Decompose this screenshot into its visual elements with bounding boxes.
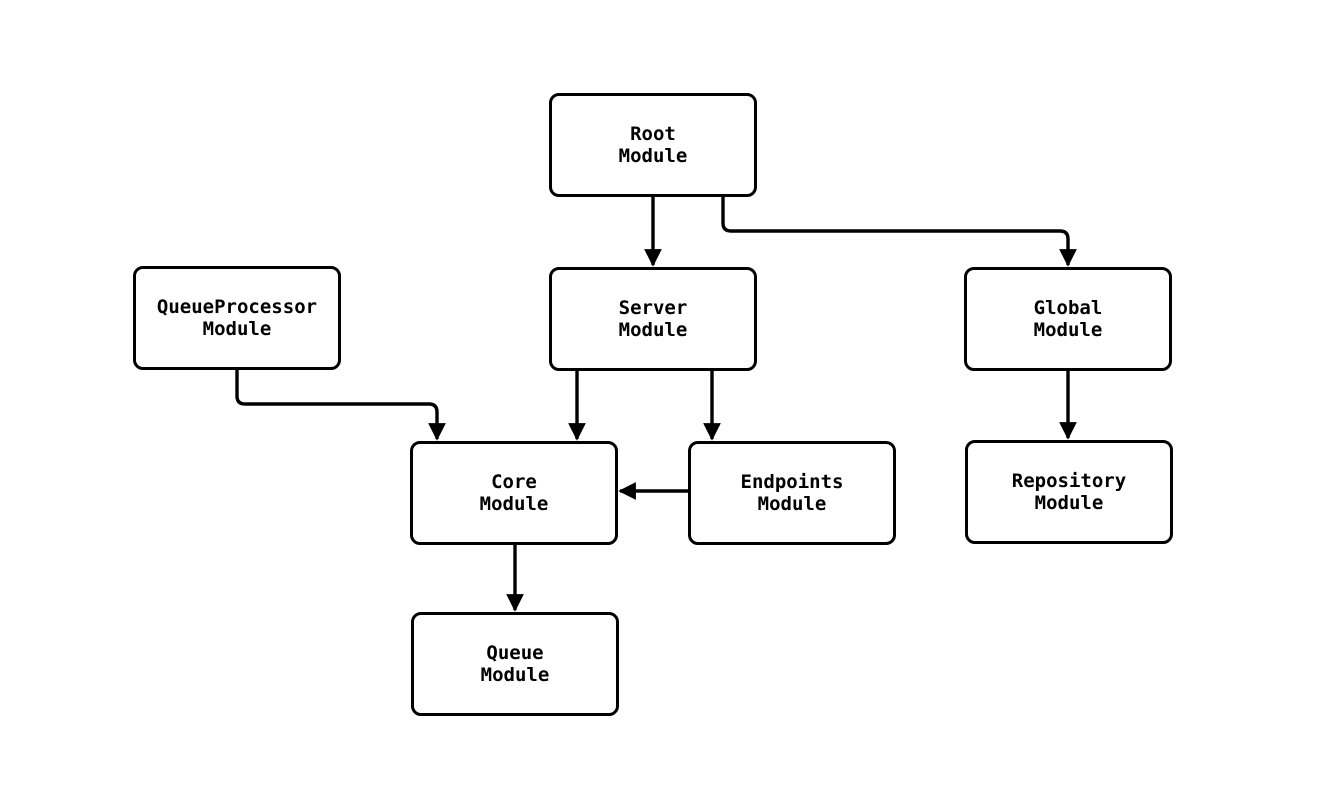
node-label-line: Module	[618, 145, 688, 167]
node-label-line: Global	[1033, 297, 1103, 319]
node-label-line: Module	[1033, 319, 1103, 341]
node-label-line: Module	[480, 664, 550, 686]
edge-root-module-to-global-module	[721, 197, 1077, 267]
node-label-line: Repository	[1011, 470, 1127, 492]
node-label-line: Module	[479, 493, 549, 515]
node-label-line: Server	[618, 297, 688, 319]
node-label-line: Endpoints	[740, 471, 844, 493]
node-label-line: Root	[630, 123, 676, 145]
node-label-line: Core	[491, 471, 537, 493]
node-label-line: Module	[1034, 492, 1104, 514]
edge-queueprocessor-module-to-core-module	[235, 370, 446, 441]
node-label-line: Module	[618, 319, 688, 341]
node-label-line: Module	[757, 493, 827, 515]
node-label-line: Module	[202, 318, 272, 340]
node-label-line: QueueProcessor	[156, 296, 318, 318]
node-label-line: Queue	[486, 642, 544, 664]
